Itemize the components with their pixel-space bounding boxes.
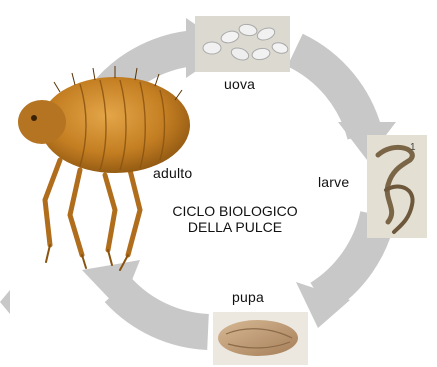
larvae-image: 1 bbox=[367, 135, 427, 238]
ring-segment-left-edge bbox=[0, 290, 10, 314]
adult-label: adulto bbox=[153, 165, 192, 181]
eggs-label: uova bbox=[224, 76, 255, 92]
diagram-title-line2: DELLA PULCE bbox=[150, 219, 320, 235]
svg-text:1: 1 bbox=[410, 142, 416, 153]
pupa-label: pupa bbox=[232, 289, 264, 305]
ring-segment-bottom bbox=[118, 290, 208, 332]
eggs-image bbox=[195, 16, 290, 72]
pupa-image bbox=[213, 312, 308, 365]
diagram-title-line1: CICLO BIOLOGICO bbox=[150, 203, 320, 219]
larvae-label: larve bbox=[318, 174, 349, 190]
diagram-title: CICLO BIOLOGICO DELLA PULCE bbox=[150, 203, 320, 235]
